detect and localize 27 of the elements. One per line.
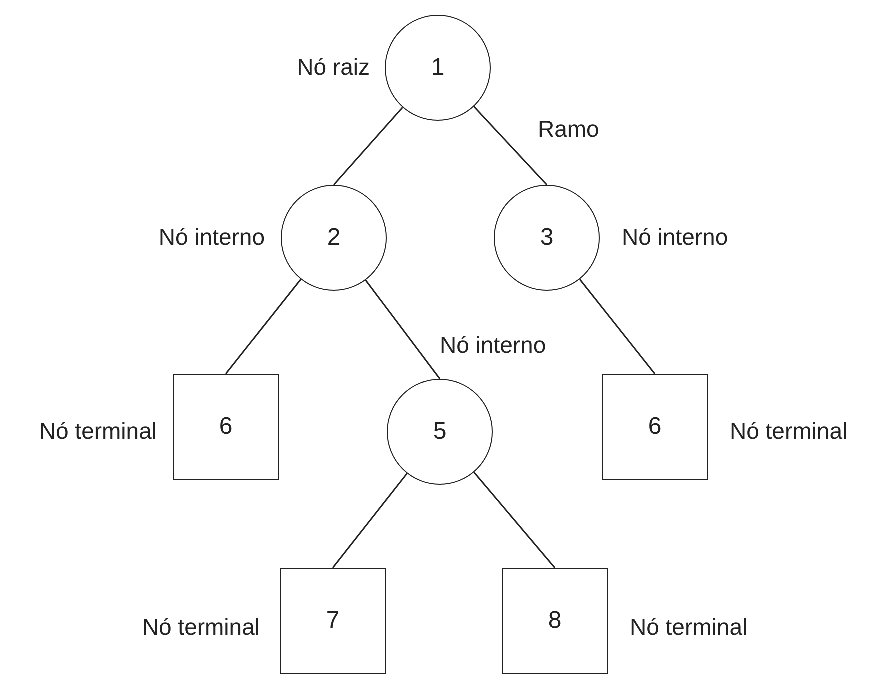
branch-line [365,280,441,380]
terminal-node-square [602,374,708,480]
node-number: 7 [326,606,340,636]
node-number: 2 [327,223,341,253]
node-caption: Nó terminal [630,616,748,639]
node-caption: Nó raiz [297,56,370,79]
branch-line [332,473,408,568]
branch-line [225,279,302,374]
node-number: 6 [219,412,233,442]
node-caption: Nó terminal [730,420,848,443]
node-number: 1 [431,53,445,83]
node-number: 6 [648,412,662,442]
node-number: 5 [433,417,447,447]
node-caption: Nó interno [622,226,728,249]
node-caption: Nó terminal [142,616,260,639]
node-caption: Nó interno [158,226,265,249]
node-caption: Nó interno [440,334,546,357]
terminal-node-square [280,568,386,674]
branch-line [579,279,656,374]
terminal-node-square [502,568,608,674]
node-caption: Nó terminal [39,420,157,443]
terminal-node-square [173,374,279,480]
branch-line [333,107,404,186]
branch-line [474,472,556,568]
node-number: 8 [548,606,562,636]
branch-line [474,106,548,186]
node-number: 3 [540,223,554,253]
